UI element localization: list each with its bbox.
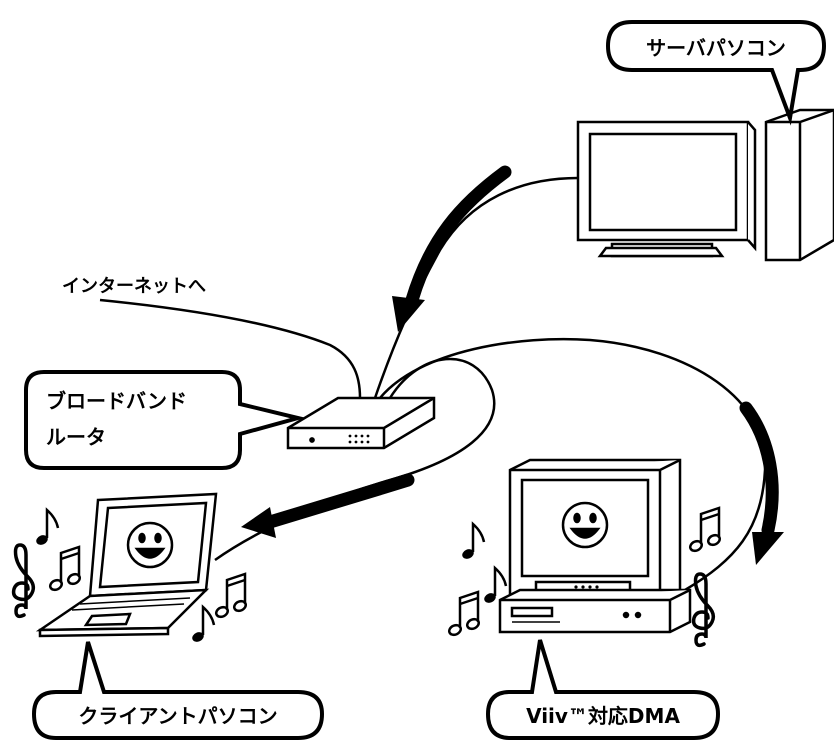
router-label-line1: ブロードバンド bbox=[46, 389, 187, 413]
flow-arrows bbox=[241, 165, 784, 565]
arrow-router-to-client-icon bbox=[241, 473, 415, 538]
dma-callout: Viiv™対応DMA bbox=[485, 639, 721, 740]
arrow-server-to-router-icon bbox=[392, 165, 512, 332]
server-callout: サーバパソコン bbox=[605, 20, 827, 126]
client-callout: クライアントパソコン bbox=[31, 641, 325, 740]
laptop-smiley-icon bbox=[126, 521, 174, 569]
cable-router-dma bbox=[379, 337, 767, 592]
arrow-to-dma-icon bbox=[739, 401, 784, 565]
tv-smiley-icon bbox=[561, 501, 609, 549]
cable-server-router bbox=[373, 176, 579, 399]
server-pc-icon bbox=[576, 108, 834, 262]
dma-label: Viiv™対応DMA bbox=[526, 704, 680, 728]
tv-player-icon bbox=[498, 458, 692, 634]
internet-label: インターネットへ bbox=[62, 276, 206, 297]
router-icon bbox=[286, 396, 436, 450]
router-label-line2: ルータ bbox=[46, 425, 106, 449]
cable-internet-router bbox=[99, 298, 362, 399]
server-label: サーバパソコン bbox=[646, 36, 786, 60]
client-label: クライアントパソコン bbox=[78, 704, 277, 728]
router-callout: ブロードバンド ルータ bbox=[24, 370, 306, 470]
laptop-icon bbox=[35, 492, 218, 638]
